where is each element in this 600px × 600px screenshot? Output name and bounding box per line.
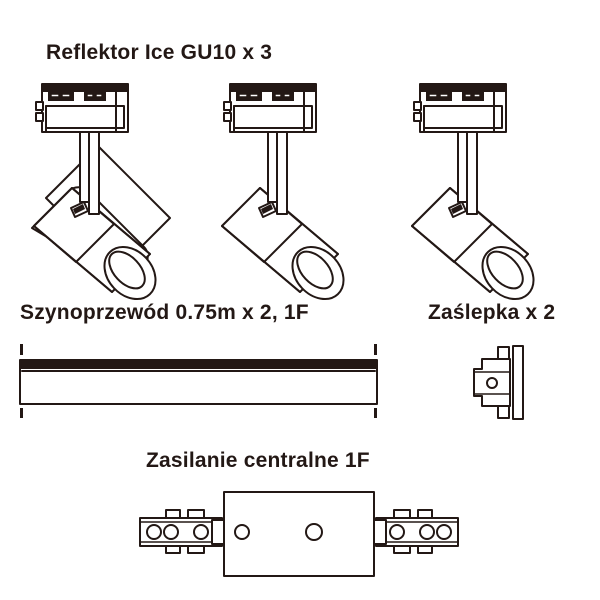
spotlight-stem-right: [466, 129, 478, 215]
track-spotlight-icon: [221, 83, 345, 300]
spotlight-lens: [108, 250, 146, 290]
central-power-feed-icon: [139, 491, 459, 577]
spotlight-stem-right: [88, 129, 100, 215]
spotlight-track-adapter: [35, 83, 129, 133]
feed-body: [223, 491, 375, 577]
spotlight-track-adapter: [413, 83, 507, 133]
spotlight-lens: [486, 250, 524, 290]
spotlight-section-label: Reflektor Ice GU10 x 3: [46, 41, 273, 64]
central-feed-figure: [136, 484, 462, 580]
spotlight-track-adapter: [223, 83, 317, 133]
end-cap-section-label: Zaślepka x 2: [428, 301, 556, 324]
feed-hole-right: [305, 523, 323, 541]
spotlight-stem-left: [457, 129, 468, 203]
feed-hole-left: [234, 524, 250, 540]
end-cap-tab-top: [497, 346, 510, 360]
spotlight-stem-right: [276, 129, 288, 215]
track-rail-icon: [19, 344, 378, 418]
spotlight-figure-2: [210, 80, 380, 300]
end-cap-figure: [466, 344, 534, 422]
spotlight-figure-1: [22, 80, 192, 300]
track-spotlight-icon: [411, 83, 535, 300]
track-rail-figure: [16, 344, 388, 420]
track-rail-section-label: Szynoprzewód 0.75m x 2, 1F: [20, 301, 309, 324]
end-cap-faceplate: [512, 345, 524, 420]
spotlight-figure-3: [400, 80, 570, 300]
rail-tick-top-left: [20, 344, 23, 355]
rail-tick-bottom-left: [20, 408, 23, 418]
end-cap-hole: [486, 377, 498, 389]
track-spotlight-icon: [31, 83, 171, 300]
rail-tick-top-right: [374, 344, 377, 355]
spotlight-lens: [296, 250, 334, 290]
feed-arm-right: [375, 509, 459, 554]
spotlight-stem-left: [79, 129, 90, 203]
end-cap-icon: [473, 345, 524, 420]
spotlight-stem-left: [267, 129, 278, 203]
central-feed-section-label: Zasilanie centralne 1F: [146, 449, 370, 472]
end-cap-tab-bottom: [497, 405, 510, 419]
rail-top-channel: [20, 360, 377, 369]
feed-arm-left: [139, 509, 223, 554]
rail-tick-bottom-right: [374, 408, 377, 418]
